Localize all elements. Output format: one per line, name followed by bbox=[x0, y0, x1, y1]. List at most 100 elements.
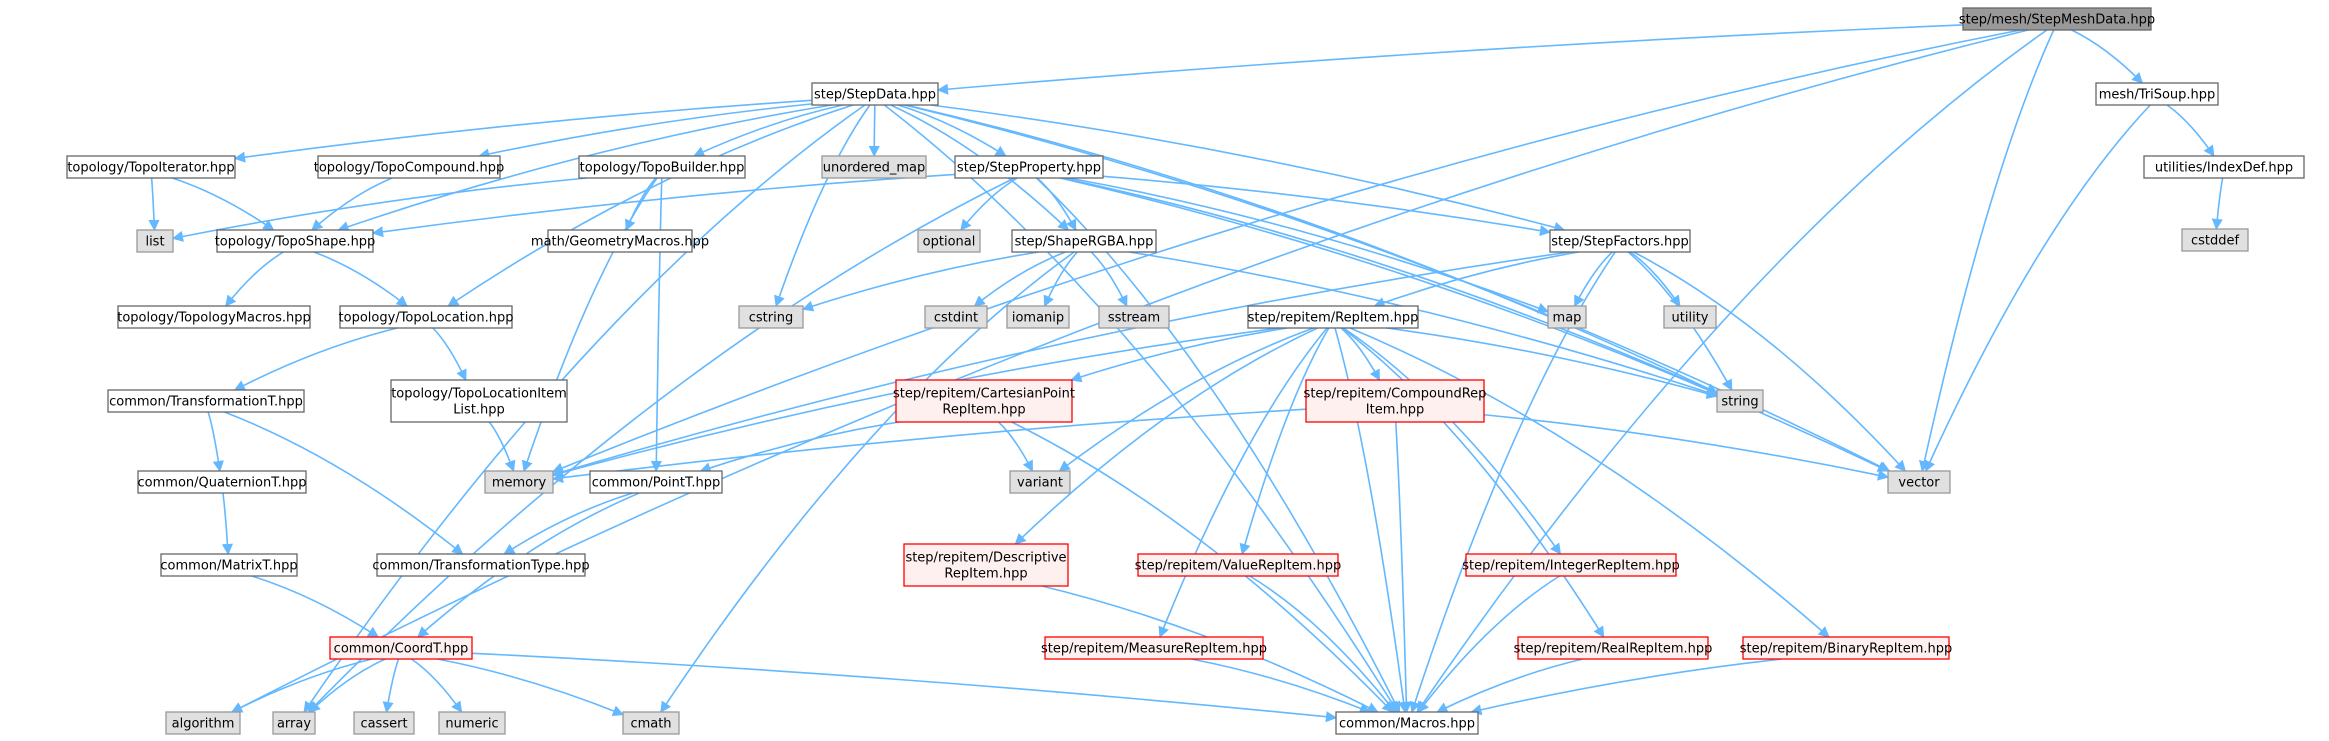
node-label: common/QuaternionT.hpp bbox=[138, 476, 307, 491]
node-label: step/repitem/BinaryRepItem.hpp bbox=[1740, 642, 1953, 657]
node-geometrymacros[interactable]: math/GeometryMacros.hpp bbox=[531, 229, 709, 253]
edge-repitem-to-string bbox=[1386, 327, 1719, 399]
node-trisoup[interactable]: mesh/TriSoup.hpp bbox=[2095, 82, 2219, 106]
node-unordered_map[interactable]: unordered_map bbox=[821, 155, 927, 179]
node-stepfactors[interactable]: step/StepFactors.hpp bbox=[1549, 229, 1691, 253]
node-transformationtype[interactable]: common/TransformationType.hpp bbox=[372, 553, 590, 577]
node-label: common/TransformationType.hpp bbox=[372, 559, 589, 574]
node-cstring[interactable]: cstring bbox=[738, 305, 804, 329]
node-array[interactable]: array bbox=[272, 711, 316, 735]
node-pointt[interactable]: common/PointT.hpp bbox=[589, 470, 723, 494]
node-variant[interactable]: variant bbox=[1009, 470, 1071, 494]
node-list[interactable]: list bbox=[136, 229, 174, 253]
node-box bbox=[1305, 379, 1485, 423]
node-quaterniont[interactable]: common/QuaternionT.hpp bbox=[137, 470, 307, 494]
node-cstddef[interactable]: cstddef bbox=[2181, 228, 2249, 252]
node-box bbox=[738, 305, 804, 329]
node-label: iomanip bbox=[1012, 311, 1064, 326]
edge-shapergba-to-cstdint bbox=[973, 251, 1066, 307]
node-integerrepitem[interactable]: step/repitem/IntegerRepItem.hpp bbox=[1462, 553, 1680, 577]
edge-pointt-to-transformationtype bbox=[503, 492, 634, 555]
node-measurerepitem[interactable]: step/repitem/MeasureRepItem.hpp bbox=[1041, 636, 1267, 660]
edge-topobuilder-to-pointt bbox=[650, 177, 663, 473]
node-algorithm[interactable]: algorithm bbox=[165, 711, 241, 735]
node-matrixt[interactable]: common/MatrixT.hpp bbox=[160, 553, 298, 577]
edge-repitem-to-valuerepitem bbox=[1239, 327, 1330, 556]
edge-coordt-to-cmath bbox=[437, 658, 625, 717]
edge-shapergba-to-cstring bbox=[801, 251, 1039, 312]
node-box bbox=[1663, 305, 1717, 329]
edge-stepmeshdata-to-memory bbox=[551, 29, 2021, 474]
node-valuerepitem[interactable]: step/repitem/ValueRepItem.hpp bbox=[1135, 553, 1341, 577]
edge-topocompound-to-toposhape bbox=[311, 177, 393, 231]
edge-binaryrepitem-to-macros bbox=[1470, 658, 1782, 716]
node-stepdata[interactable]: step/StepData.hpp bbox=[811, 82, 939, 106]
node-box bbox=[1247, 305, 1419, 329]
node-label: List.hpp bbox=[453, 403, 505, 418]
node-repitem[interactable]: step/repitem/RepItem.hpp bbox=[1247, 305, 1419, 329]
node-label: utilities/IndexDef.hpp bbox=[2155, 161, 2293, 176]
node-topoiterator[interactable]: topology/TopoIterator.hpp bbox=[66, 155, 236, 179]
node-indexdef[interactable]: utilities/IndexDef.hpp bbox=[2143, 155, 2305, 179]
node-label: step/repitem/RepItem.hpp bbox=[1248, 311, 1419, 326]
node-coordt[interactable]: common/CoordT.hpp bbox=[329, 636, 473, 660]
node-label: common/TransformationT.hpp bbox=[109, 395, 303, 410]
node-box bbox=[954, 155, 1104, 179]
node-shapergba[interactable]: step/ShapeRGBA.hpp bbox=[1011, 229, 1157, 253]
node-label: vector bbox=[1898, 476, 1940, 491]
node-box bbox=[160, 553, 298, 577]
edge-stepdata-to-topocompound bbox=[478, 103, 813, 160]
node-label: cassert bbox=[360, 717, 407, 732]
node-label: optional bbox=[923, 235, 976, 250]
node-stepproperty[interactable]: step/StepProperty.hpp bbox=[954, 155, 1104, 179]
node-realrepitem[interactable]: step/repitem/RealRepItem.hpp bbox=[1514, 636, 1713, 660]
node-box bbox=[821, 155, 927, 179]
node-toposhape[interactable]: topology/TopoShape.hpp bbox=[215, 229, 376, 253]
edge-shapergba-to-sstream bbox=[1090, 251, 1128, 308]
node-macros[interactable]: common/Macros.hpp bbox=[1335, 711, 1479, 735]
node-binaryrepitem[interactable]: step/repitem/BinaryRepItem.hpp bbox=[1740, 636, 1953, 660]
edge-cartesianpoint-to-pointt bbox=[699, 421, 900, 474]
node-cstdint[interactable]: cstdint bbox=[924, 305, 988, 329]
edge-integerrepitem-to-macros bbox=[1417, 575, 1561, 713]
node-transformationt[interactable]: common/TransformationT.hpp bbox=[107, 389, 305, 413]
node-box bbox=[137, 470, 307, 494]
node-string[interactable]: string bbox=[1716, 389, 1764, 413]
node-topocompound[interactable]: topology/TopoCompound.hpp bbox=[314, 155, 505, 179]
node-label: topology/TopoCompound.hpp bbox=[314, 161, 505, 176]
node-label: memory bbox=[492, 476, 547, 491]
node-topolocation[interactable]: topology/TopoLocation.hpp bbox=[339, 305, 514, 329]
edge-stepfactors-to-macros bbox=[1409, 251, 1616, 714]
edge-repitem-to-compoundrep bbox=[1340, 327, 1381, 381]
edge-measurerepitem-to-macros bbox=[1190, 658, 1371, 714]
node-cassert[interactable]: cassert bbox=[353, 711, 415, 735]
node-optional[interactable]: optional bbox=[917, 229, 981, 253]
edge-stepdata-to-topoiterator bbox=[233, 99, 813, 163]
node-topobuilder[interactable]: topology/TopoBuilder.hpp bbox=[578, 155, 746, 179]
node-iomanip[interactable]: iomanip bbox=[1006, 305, 1070, 329]
edge-stepdata-to-unordered_map bbox=[868, 104, 880, 158]
node-box bbox=[136, 229, 174, 253]
edge-coordt-to-array bbox=[308, 658, 386, 713]
node-memory[interactable]: memory bbox=[484, 470, 554, 494]
node-label: step/ShapeRGBA.hpp bbox=[1015, 235, 1154, 250]
node-map[interactable]: map bbox=[1547, 305, 1587, 329]
node-cmath[interactable]: cmath bbox=[622, 711, 680, 735]
edge-stepproperty-to-shapergba bbox=[1036, 177, 1077, 231]
node-utility[interactable]: utility bbox=[1663, 305, 1717, 329]
node-stepmeshdata[interactable]: step/mesh/StepMeshData.hpp bbox=[1959, 7, 2155, 31]
node-numeric[interactable]: numeric bbox=[438, 711, 506, 735]
edge-compoundrep-to-memory bbox=[551, 408, 1307, 484]
node-sstream[interactable]: sstream bbox=[1098, 305, 1170, 329]
node-box bbox=[438, 711, 506, 735]
node-box bbox=[1098, 305, 1170, 329]
node-box bbox=[924, 305, 988, 329]
node-topologymacros[interactable]: topology/TopologyMacros.hpp bbox=[117, 305, 311, 329]
edge-stepfactors-to-map bbox=[1573, 251, 1613, 307]
node-vector[interactable]: vector bbox=[1887, 470, 1951, 494]
node-label: step/repitem/Descriptive bbox=[905, 551, 1066, 566]
